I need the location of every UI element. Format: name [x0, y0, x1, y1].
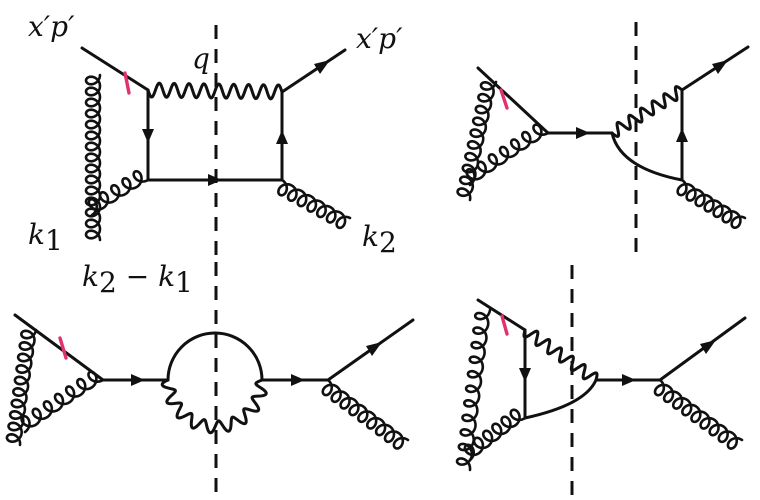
d1-insertion-mark: [123, 71, 131, 95]
diagram-4-vertex-correction: [455, 265, 747, 495]
d1-photon-q: [146, 81, 284, 101]
d2-gluon-k1: [456, 80, 498, 202]
d4-outgoing-quark: [658, 316, 747, 382]
d3-photon-loop: [160, 378, 268, 435]
d2-gluon-k2: [676, 178, 747, 229]
d2-loop-quark: [610, 131, 684, 182]
d2-arrow-outgoing: [712, 60, 728, 74]
d4-arrow-propagator: [622, 374, 636, 386]
diagram-2-vertex-correction: [456, 22, 750, 255]
d2-gluon-emitted: [465, 123, 550, 187]
d3-loop-quark: [166, 331, 264, 382]
d2-arrow-loop: [676, 128, 688, 142]
d4-gluon-k2: [653, 378, 744, 450]
d1-arrow-left: [142, 129, 154, 143]
d4-photon-loop: [522, 328, 599, 382]
d3-arrow-outgoing: [366, 342, 382, 356]
d1-outgoing-quark: [280, 48, 347, 94]
d2-incoming-quark: [476, 66, 550, 135]
d1-gluon-k1: [84, 73, 102, 242]
label-gluon-k2: k2: [362, 220, 397, 259]
d1-arrow-outgoing: [314, 60, 330, 74]
d4-arrow-outgoing: [700, 340, 716, 354]
diagram-1-box: x′p′ x′p′ q k1 k2: [28, 10, 403, 259]
d2-insertion-mark: [499, 88, 509, 110]
d4-arrow-loop-left: [519, 368, 531, 382]
d1-incoming-quark: [80, 46, 150, 92]
d4-gluon-from-loop: [463, 408, 527, 462]
diagram-3-self-energy: [5, 262, 415, 495]
d2-photon-loop: [610, 85, 684, 138]
d3-gluon-k2: [321, 378, 410, 450]
d4-gluon-k1: [455, 308, 492, 472]
d3-incoming-quark: [13, 313, 105, 382]
d3-arrow-out: [291, 374, 305, 386]
d3-gluon-emitted: [20, 370, 105, 434]
d2-arrow-propagator: [576, 127, 590, 139]
d3-arrow-in: [131, 374, 145, 386]
d1-gluon-k2: [277, 178, 352, 230]
d1-arrow-right: [276, 130, 288, 144]
label-outgoing-momentum: x′p′: [356, 22, 403, 55]
label-incoming-momentum: x′p′: [28, 10, 75, 43]
label-exchanged-momentum: k2 − k1: [82, 260, 193, 299]
d3-insertion-mark: [58, 336, 68, 360]
d4-insertion-mark: [500, 314, 509, 336]
d3-gluon-k1: [5, 328, 38, 447]
label-photon-momentum: q: [192, 42, 210, 75]
d1-gluon-from-box: [87, 169, 150, 217]
label-gluon-k1: k1: [28, 218, 63, 257]
d4-loop-quark: [523, 378, 598, 420]
